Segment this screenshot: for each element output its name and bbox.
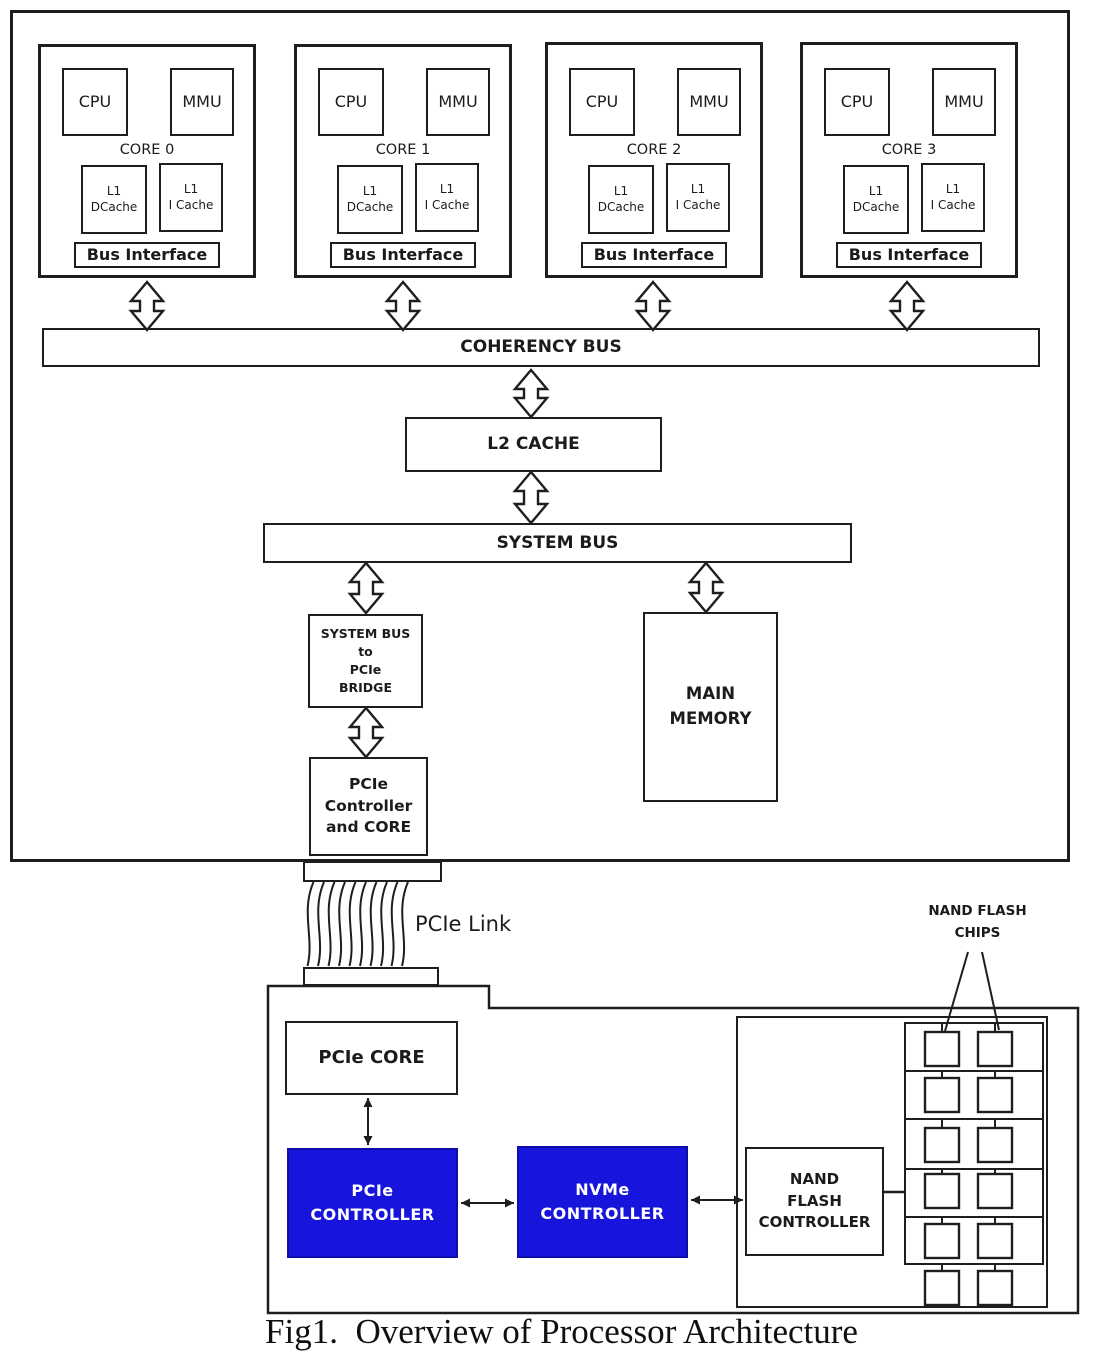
- l1d-line1: L1: [868, 183, 884, 198]
- l1-dcache-box: L1 DCache: [588, 165, 654, 234]
- mmu-box: MMU: [677, 68, 741, 136]
- mmu-label: MMU: [944, 91, 984, 111]
- l1d-line1: L1: [106, 183, 122, 198]
- pcie-cc-line2: Controller: [324, 796, 413, 815]
- l1i-line2: I Cache: [675, 197, 721, 212]
- bus-interface-box: Bus Interface: [74, 242, 220, 268]
- thin-double-arrow: [461, 1198, 514, 1208]
- system-bus-bar: SYSTEM BUS: [263, 523, 852, 563]
- mmu-label: MMU: [689, 91, 729, 111]
- pcie-edge-connector-top: [303, 861, 442, 882]
- mmu-box: MMU: [426, 68, 490, 136]
- nand-flash-controller-box: NAND FLASH CONTROLLER: [745, 1147, 884, 1256]
- nvme-controller-box: NVMe CONTROLLER: [517, 1146, 688, 1258]
- bus-interface-label: Bus Interface: [86, 244, 208, 264]
- core3-box: CPU MMU CORE 3 L1 DCache L1 I Cache Bus …: [800, 42, 1018, 278]
- cpu-label: CPU: [334, 91, 368, 111]
- bridge-line2: to: [358, 643, 373, 659]
- main-memory-line2: MEMORY: [669, 709, 752, 728]
- pcie-cc-line1: PCIe: [348, 774, 388, 793]
- core1-box: CPU MMU CORE 1 L1 DCache L1 I Cache Bus …: [294, 44, 512, 278]
- l1d-line1: L1: [613, 183, 629, 198]
- cpu-label: CPU: [840, 91, 874, 111]
- cpu-label: CPU: [78, 91, 112, 111]
- l1-icache-box: L1 I Cache: [921, 163, 985, 232]
- nand-chips-line1: NAND FLASH: [928, 903, 1027, 919]
- bus-interface-label: Bus Interface: [342, 244, 464, 264]
- l1d-line1: L1: [362, 183, 378, 198]
- coherency-bus-bar: COHERENCY BUS: [42, 328, 1040, 367]
- mmu-label: MMU: [438, 91, 478, 111]
- cpu-box: CPU: [62, 68, 128, 136]
- cpu-label: CPU: [585, 91, 619, 111]
- l1i-line1: L1: [690, 181, 706, 196]
- l1i-line2: I Cache: [424, 197, 470, 212]
- bus-interface-box: Bus Interface: [836, 242, 982, 268]
- l1i-line1: L1: [439, 181, 455, 196]
- system-bus-label: SYSTEM BUS: [496, 532, 619, 553]
- l1i-line2: I Cache: [930, 197, 976, 212]
- pcie-controller-line2: CONTROLLER: [310, 1205, 435, 1224]
- nand-fc-line3: CONTROLLER: [758, 1213, 871, 1232]
- l1i-line1: L1: [945, 181, 961, 196]
- l1-dcache-box: L1 DCache: [337, 165, 403, 234]
- mmu-box: MMU: [170, 68, 234, 136]
- thin-double-arrow: [363, 1098, 373, 1145]
- core-name: CORE 1: [375, 142, 431, 158]
- core2-box: CPU MMU CORE 2 L1 DCache L1 I Cache Bus …: [545, 42, 763, 278]
- l2-cache-label: L2 CACHE: [487, 434, 580, 455]
- l1-icache-box: L1 I Cache: [159, 163, 223, 232]
- core-name: CORE 2: [626, 142, 682, 158]
- nvme-controller-line2: CONTROLLER: [540, 1204, 665, 1223]
- bus-interface-box: Bus Interface: [581, 242, 727, 268]
- pcie-controller-line1: PCIe: [351, 1181, 394, 1200]
- bus-interface-label: Bus Interface: [848, 244, 970, 264]
- bridge-line4: BRIDGE: [339, 680, 392, 696]
- main-memory-box: MAIN MEMORY: [643, 612, 778, 802]
- system-bus-pcie-bridge-box: SYSTEM BUS to PCIe BRIDGE: [308, 614, 423, 708]
- l1-icache-box: L1 I Cache: [666, 163, 730, 232]
- nand-fc-line2: FLASH: [787, 1191, 842, 1210]
- l1d-line2: DCache: [597, 199, 645, 214]
- bridge-line1: SYSTEM BUS: [320, 625, 411, 641]
- l1d-line2: DCache: [852, 199, 900, 214]
- cpu-box: CPU: [318, 68, 384, 136]
- figure-caption: Fig1. Overview of Processor Architecture: [265, 1312, 858, 1351]
- pcie-edge-connector-bottom: [303, 967, 439, 986]
- bridge-line3: PCIe: [349, 662, 382, 677]
- cpu-box: CPU: [824, 68, 890, 136]
- pcie-cc-line3: and CORE: [325, 818, 412, 837]
- pcie-core-box: PCIe CORE: [285, 1021, 458, 1095]
- nand-flash-chips-label: NAND FLASH CHIPS: [905, 901, 1050, 944]
- l1-icache-box: L1 I Cache: [415, 163, 479, 232]
- pcie-controller-core-box: PCIe Controller and CORE: [309, 757, 428, 856]
- mmu-label: MMU: [182, 91, 222, 111]
- l1d-line2: DCache: [346, 199, 394, 214]
- pcie-link-ribbon-cable: [306, 881, 409, 967]
- processor-chip-boundary: [10, 10, 1070, 862]
- l1-dcache-box: L1 DCache: [843, 165, 909, 234]
- l1i-line1: L1: [183, 181, 199, 196]
- l1d-line2: DCache: [90, 199, 138, 214]
- main-memory-line1: MAIN: [685, 684, 736, 704]
- pcie-link-label: PCIe Link: [415, 912, 512, 936]
- core0-box: CPU MMU CORE 0 L1 DCache L1 I Cache Bus …: [38, 44, 256, 278]
- pcie-core-label: PCIe CORE: [318, 1047, 425, 1069]
- l1i-line2: I Cache: [168, 197, 214, 212]
- core-name: CORE 3: [881, 142, 937, 158]
- core-name: CORE 0: [119, 142, 175, 158]
- bus-interface-label: Bus Interface: [593, 244, 715, 264]
- mmu-box: MMU: [932, 68, 996, 136]
- pcie-controller-box: PCIe CONTROLLER: [287, 1148, 458, 1258]
- l1-dcache-box: L1 DCache: [81, 165, 147, 234]
- coherency-bus-label: COHERENCY BUS: [460, 337, 622, 358]
- bus-interface-box: Bus Interface: [330, 242, 476, 268]
- nand-fc-line1: NAND: [789, 1169, 840, 1188]
- nand-chips-line2: CHIPS: [954, 924, 1001, 941]
- l2-cache-box: L2 CACHE: [405, 417, 662, 472]
- cpu-box: CPU: [569, 68, 635, 136]
- nvme-controller-line1: NVMe: [575, 1180, 630, 1199]
